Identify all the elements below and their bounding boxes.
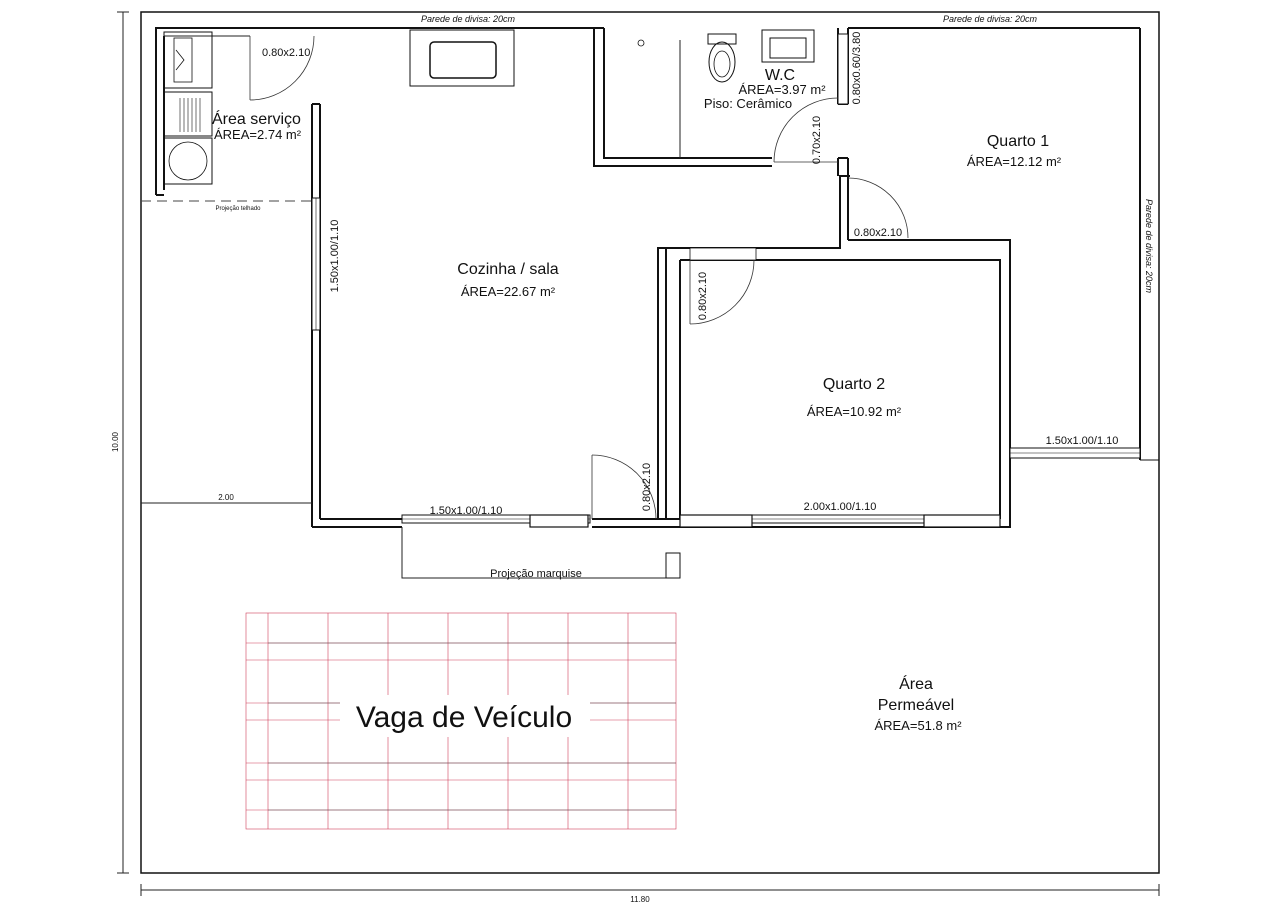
service-door-label: 0.80x2.10 — [262, 47, 310, 59]
party-wall-note-right: Parede de divisa: 20cm — [1144, 199, 1154, 294]
kitchen-front-window — [401, 514, 591, 528]
service-room-name: Área serviço — [212, 109, 301, 128]
party-wall-note-top-left: Parede de divisa: 20cm — [421, 14, 516, 24]
room1-window-label: 1.50x1.00/1.10 — [1046, 435, 1119, 447]
shower-drain-icon — [637, 39, 645, 47]
dryer-icon — [163, 137, 213, 185]
room2-walls — [660, 247, 1001, 520]
wc-room-area: ÁREA=3.97 m² — [738, 82, 826, 97]
room2-name: Quarto 2 — [823, 376, 885, 393]
laundry-tank-icon — [163, 91, 213, 137]
room2-door-symbol — [689, 247, 757, 325]
wc-window — [837, 33, 849, 105]
sink-icon — [761, 29, 815, 63]
room2-window — [679, 514, 1001, 528]
kitchen-side-window — [311, 197, 321, 331]
room1-door-label: 0.80x2.10 — [854, 227, 902, 239]
permeable-area: ÁREA=51.8 m² — [874, 718, 962, 733]
room1-name: Quarto 1 — [987, 133, 1049, 150]
kitchen-room-area: ÁREA=22.67 m² — [461, 284, 556, 299]
roof-projection-label: Projeção telhado — [215, 206, 261, 212]
party-wall-note-top-right: Parede de divisa: 20cm — [943, 14, 1038, 24]
kitchen-front-door-symbol — [591, 454, 657, 520]
room2-window-label: 2.00x1.00/1.10 — [804, 501, 877, 513]
wc-door-label: 0.70x2.10 — [811, 116, 823, 164]
parking-label-backdrop — [340, 695, 590, 737]
room2-area: ÁREA=10.92 m² — [807, 404, 902, 419]
dimension-lines — [117, 11, 1160, 896]
service-door-symbol — [249, 35, 315, 101]
parking-label: Vaga de Veículo — [356, 701, 572, 734]
wc-room-name: W.C — [765, 67, 795, 84]
wc-window-label: 0.80x0.60/3.80 — [851, 32, 863, 105]
service-room-area: ÁREA=2.74 m² — [214, 127, 302, 142]
kitchen-room-name: Cozinha / sala — [457, 261, 558, 278]
room1-door-symbol — [847, 177, 909, 239]
kitchen-side-window-label: 1.50x1.00/1.10 — [329, 220, 341, 293]
lot-boundary — [140, 11, 1160, 874]
canopy-projection — [401, 527, 681, 579]
total-width-dim: 11.80 — [630, 895, 650, 904]
cooktop-icon — [409, 29, 515, 87]
total-depth-dim: 10.00 — [111, 431, 120, 452]
wc-floor-label: Piso: Cerâmico — [704, 96, 792, 111]
room2-door-label: 0.80x2.10 — [697, 272, 709, 320]
permeable-name-line2: Permeável — [878, 697, 954, 714]
side-setback-dim: 2.00 — [218, 493, 234, 502]
washing-machine-icon — [163, 31, 213, 89]
room1-window — [1009, 447, 1159, 461]
kitchen-front-window-label: 1.50x1.00/1.10 — [430, 505, 503, 517]
toilet-icon — [707, 33, 737, 83]
kitchen-front-door-label: 0.80x2.10 — [641, 463, 653, 511]
wc-door-symbol — [773, 97, 839, 163]
canopy-projection-label: Projeção marquise — [490, 568, 582, 580]
room1-area: ÁREA=12.12 m² — [967, 154, 1062, 169]
permeable-name-line1: Área — [899, 674, 933, 693]
wc-walls — [593, 27, 1140, 240]
